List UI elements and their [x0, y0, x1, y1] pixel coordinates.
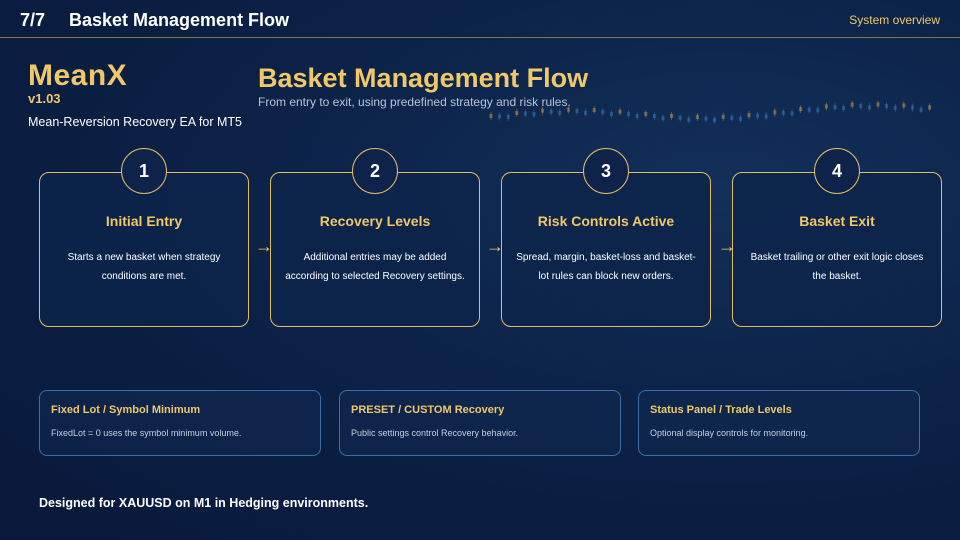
info-card-description: Public settings control Recovery behavio…	[351, 428, 519, 438]
step-description: Basket trailing or other exit logic clos…	[750, 252, 924, 282]
step-number-badge: 4	[814, 148, 860, 194]
step-title: Initial Entry	[105, 213, 183, 229]
main-heading: Basket Management Flow From entry to exi…	[258, 62, 588, 109]
page-title: Basket Management Flow	[69, 10, 290, 30]
step-card-recovery-levels: 2 Recovery Levels Additional entries may…	[270, 148, 480, 327]
step-card-risk-controls: 3 Risk Controls Active Spread, margin, b…	[501, 148, 711, 327]
brand-tagline: Mean-Reversion Recovery EA for MT5	[28, 115, 242, 129]
brand-name: MeanX	[28, 59, 128, 92]
step-title: Basket Exit	[799, 213, 875, 229]
section-label: System overview	[849, 13, 940, 27]
step-card-basket-exit: 4 Basket Exit Basket trailing or other e…	[732, 148, 942, 327]
step-title: Recovery Levels	[319, 213, 431, 229]
info-card-title: Fixed Lot / Symbol Minimum	[51, 404, 201, 416]
step-description: Starts a new basket when strategy condit…	[67, 252, 221, 282]
brand-version: v1.03	[28, 91, 61, 106]
step-number-badge: 2	[352, 148, 398, 194]
main-title: Basket Management Flow	[258, 63, 589, 93]
step-number-badge: 3	[583, 148, 629, 194]
arrow-right-icon: →	[255, 236, 273, 256]
info-card-title: PRESET / CUSTOM Recovery	[351, 404, 505, 416]
info-card-status-panel: Status Panel / Trade Levels Optional dis…	[638, 390, 920, 456]
footer-note: Designed for XAUUSD on M1 in Hedging env…	[39, 496, 369, 510]
arrow-right-icon: →	[718, 236, 736, 256]
step-description: Additional entries may be added accordin…	[285, 252, 465, 282]
info-card-description: FixedLot = 0 uses the symbol minimum vol…	[51, 428, 242, 438]
info-card-recovery-mode: PRESET / CUSTOM Recovery Public settings…	[339, 390, 621, 456]
info-card-fixed-lot: Fixed Lot / Symbol Minimum FixedLot = 0 …	[39, 390, 321, 456]
main-subtitle: From entry to exit, using predefined str…	[258, 95, 571, 109]
step-title: Risk Controls Active	[537, 213, 675, 229]
step-number-badge: 1	[121, 148, 167, 194]
candlestick-decoration-icon	[489, 100, 932, 124]
page-number: 7/7	[20, 10, 46, 30]
brand-block: MeanX v1.03 Mean-Reversion Recovery EA f…	[28, 59, 242, 130]
step-description: Spread, margin, basket-loss and basket-l…	[516, 252, 696, 282]
info-card-title: Status Panel / Trade Levels	[650, 404, 792, 416]
arrow-right-icon: →	[486, 236, 504, 256]
top-bar: 7/7 Basket Management Flow System overvi…	[0, 0, 960, 38]
info-card-description: Optional display controls for monitoring…	[650, 428, 809, 438]
step-card-initial-entry: 1 Initial Entry Starts a new basket when…	[39, 148, 249, 327]
